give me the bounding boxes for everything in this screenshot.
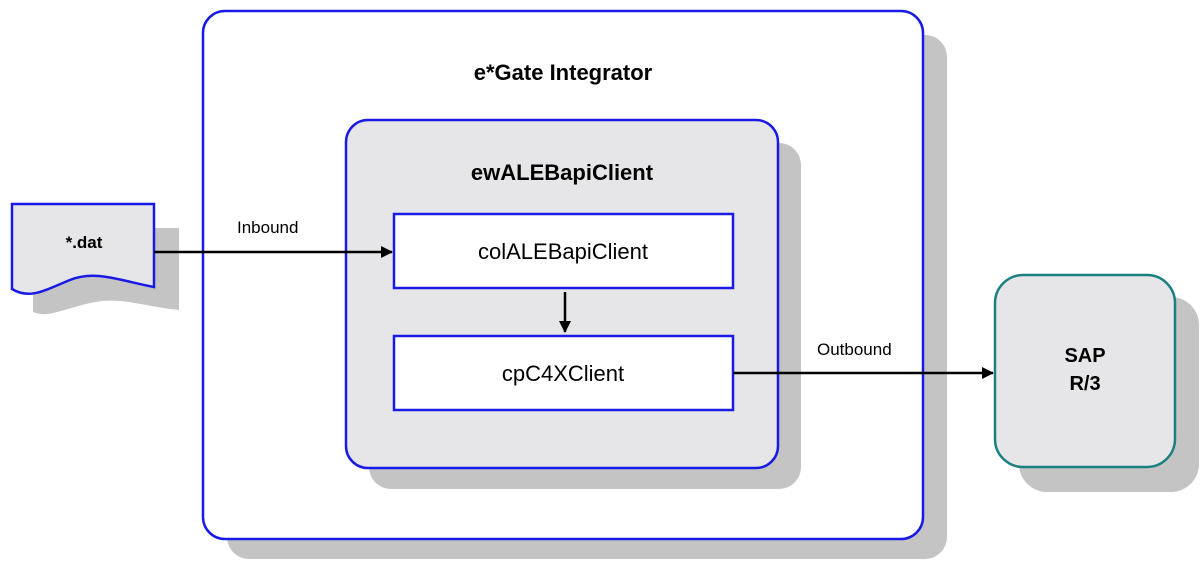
cpc4xclient-label: cpC4XClient	[502, 361, 624, 386]
outbound-label: Outbound	[817, 340, 892, 359]
sap-r3-frame	[993, 273, 1177, 469]
colalebapiclient-label: colALEBapiClient	[478, 239, 648, 264]
colalebapiclient-box: colALEBapiClient	[392, 212, 735, 290]
egate-integrator-title: e*Gate Integrator	[474, 60, 653, 85]
colalebapiclient-frame	[392, 212, 735, 290]
dat-file-document: *.dat	[10, 202, 179, 315]
inbound-label: Inbound	[237, 218, 298, 237]
sap-r3-line2: R/3	[1069, 373, 1100, 395]
inbound-flow: Inbound	[154, 218, 393, 258]
ewalebapiclient-title: ewALEBapiClient	[471, 160, 654, 185]
sap-r3-system: SAP R/3	[993, 273, 1199, 492]
ewalebapiclient-box: ewALEBapiClient	[344, 118, 801, 489]
cpc4xclient-box: cpC4XClient	[392, 334, 735, 412]
sap-r3-line1: SAP	[1064, 345, 1105, 367]
outbound-flow: Outbound	[733, 340, 994, 379]
dat-file-frame	[10, 202, 156, 296]
dat-file-label: *.dat	[66, 233, 103, 252]
